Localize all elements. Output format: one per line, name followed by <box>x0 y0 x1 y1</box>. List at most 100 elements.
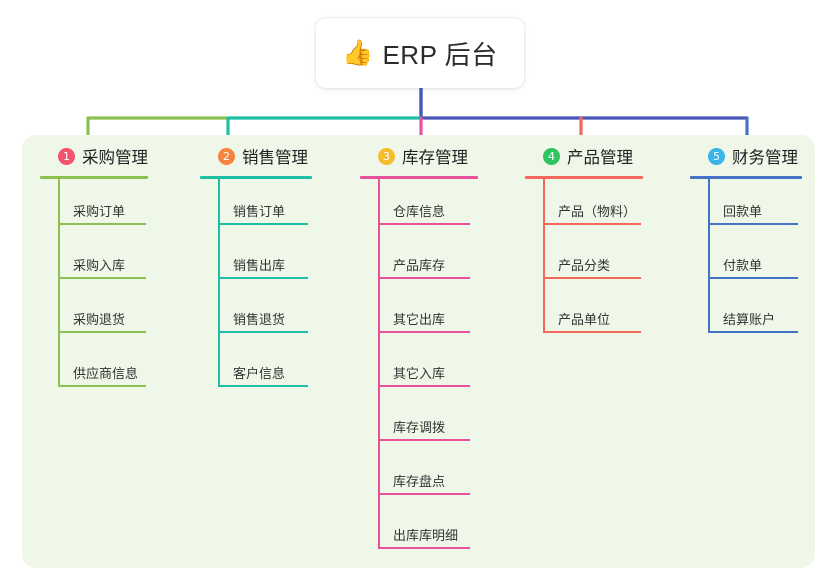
menu-item-underline <box>58 277 146 279</box>
column-title: 产品管理 <box>567 149 633 167</box>
column-items: 仓库信息产品库存其它出库其它入库库存调拨库存盘点出库库明细 <box>360 179 478 557</box>
column-number-badge: 3 <box>378 147 395 165</box>
menu-item-label: 付款单 <box>723 258 763 273</box>
menu-item[interactable]: 回款单 <box>690 179 802 233</box>
menu-item-label: 回款单 <box>723 204 763 219</box>
column-5: 5 财务管理回款单付款单结算账户 <box>690 143 802 341</box>
column-header-4[interactable]: 4 产品管理 <box>525 143 643 169</box>
menu-item[interactable]: 产品分类 <box>525 233 643 287</box>
menu-item-underline <box>218 331 308 333</box>
column-underline <box>40 176 148 179</box>
column-title: 库存管理 <box>402 149 468 167</box>
menu-item-underline <box>378 439 470 441</box>
column-title: 采购管理 <box>82 149 148 167</box>
menu-item[interactable]: 采购入库 <box>40 233 148 287</box>
menu-item[interactable]: 其它入库 <box>360 341 478 395</box>
column-header-5[interactable]: 5 财务管理 <box>690 143 802 169</box>
menu-item[interactable]: 采购订单 <box>40 179 148 233</box>
menu-item-underline <box>543 223 641 225</box>
menu-item[interactable]: 客户信息 <box>200 341 312 395</box>
menu-item-underline <box>378 277 470 279</box>
menu-item-underline <box>543 277 641 279</box>
column-spine <box>708 179 710 333</box>
menu-item-underline <box>218 277 308 279</box>
menu-item[interactable]: 出库库明细 <box>360 503 478 557</box>
column-items: 产品（物料） 产品分类产品单位 <box>525 179 643 341</box>
menu-item[interactable]: 产品单位 <box>525 287 643 341</box>
menu-item-underline <box>378 547 470 549</box>
menu-item-label: 结算账户 <box>723 312 776 327</box>
column-4: 4 产品管理产品（物料） 产品分类产品单位 <box>525 143 643 341</box>
menu-item-label: 客户信息 <box>233 366 286 381</box>
menu-item[interactable]: 仓库信息 <box>360 179 478 233</box>
menu-item-label: 仓库信息 <box>393 204 446 219</box>
thumbs-up-icon: 👍 <box>342 38 374 67</box>
menu-item-underline <box>708 223 798 225</box>
menu-item[interactable]: 采购退货 <box>40 287 148 341</box>
menu-item[interactable]: 产品库存 <box>360 233 478 287</box>
menu-item-underline <box>218 385 308 387</box>
column-2: 2 销售管理销售订单销售出库销售退货客户信息 <box>200 143 312 395</box>
column-header-2[interactable]: 2 销售管理 <box>200 143 312 169</box>
column-header-1[interactable]: 1 采购管理 <box>40 143 148 169</box>
column-number-badge: 4 <box>543 147 560 165</box>
root-node-title: ERP 后台 <box>382 39 498 70</box>
menu-item[interactable]: 其它出库 <box>360 287 478 341</box>
column-items: 回款单付款单结算账户 <box>690 179 802 341</box>
menu-item-label: 销售退货 <box>233 312 286 327</box>
menu-item-label: 其它入库 <box>393 366 446 381</box>
menu-item-label: 供应商信息 <box>73 366 139 381</box>
menu-item[interactable]: 库存调拨 <box>360 395 478 449</box>
menu-item-underline <box>58 385 146 387</box>
root-node-content: 👍 ERP 后台 <box>342 35 497 72</box>
menu-item-underline <box>58 223 146 225</box>
column-items: 销售订单销售出库销售退货客户信息 <box>200 179 312 395</box>
menu-item-label: 销售出库 <box>233 258 286 273</box>
menu-item-label: 其它出库 <box>393 312 446 327</box>
column-title: 财务管理 <box>732 149 798 167</box>
menu-item-label: 采购入库 <box>73 258 126 273</box>
column-items: 采购订单采购入库采购退货供应商信息 <box>40 179 148 395</box>
menu-item-underline <box>58 331 146 333</box>
menu-item-underline <box>543 331 641 333</box>
menu-item-label: 采购退货 <box>73 312 126 327</box>
column-spine <box>218 179 220 387</box>
column-spine <box>378 179 380 549</box>
column-number-badge: 1 <box>58 147 75 165</box>
menu-item[interactable]: 销售订单 <box>200 179 312 233</box>
menu-item[interactable]: 产品（物料） <box>525 179 643 233</box>
menu-item-label: 出库库明细 <box>393 528 459 543</box>
column-title: 销售管理 <box>242 149 308 167</box>
menu-item-label: 库存盘点 <box>393 474 446 489</box>
column-number-badge: 5 <box>708 147 725 165</box>
menu-item-underline <box>378 223 470 225</box>
menu-item[interactable]: 销售退货 <box>200 287 312 341</box>
menu-item-label: 产品（物料） <box>558 204 637 219</box>
column-underline <box>690 176 802 179</box>
menu-item-label: 产品库存 <box>393 258 446 273</box>
menu-item[interactable]: 结算账户 <box>690 287 802 341</box>
column-header-3[interactable]: 3 库存管理 <box>360 143 478 169</box>
menu-item[interactable]: 供应商信息 <box>40 341 148 395</box>
column-underline <box>200 176 312 179</box>
menu-item[interactable]: 库存盘点 <box>360 449 478 503</box>
root-node[interactable]: 👍 ERP 后台 <box>316 18 524 88</box>
menu-item-label: 采购订单 <box>73 204 126 219</box>
menu-item-underline <box>708 331 798 333</box>
column-number-badge: 2 <box>218 147 235 165</box>
menu-item-label: 库存调拨 <box>393 420 446 435</box>
column-underline <box>525 176 643 179</box>
menu-item-label: 产品分类 <box>558 258 611 273</box>
menu-item-underline <box>378 385 470 387</box>
menu-item-label: 产品单位 <box>558 312 611 327</box>
menu-item-label: 销售订单 <box>233 204 286 219</box>
menu-item[interactable]: 销售出库 <box>200 233 312 287</box>
column-3: 3 库存管理仓库信息产品库存其它出库其它入库库存调拨库存盘点出库库明细 <box>360 143 478 557</box>
column-spine <box>543 179 545 333</box>
menu-item-underline <box>378 493 470 495</box>
column-underline <box>360 176 478 179</box>
column-spine <box>58 179 60 387</box>
menu-item-underline <box>218 223 308 225</box>
menu-item[interactable]: 付款单 <box>690 233 802 287</box>
